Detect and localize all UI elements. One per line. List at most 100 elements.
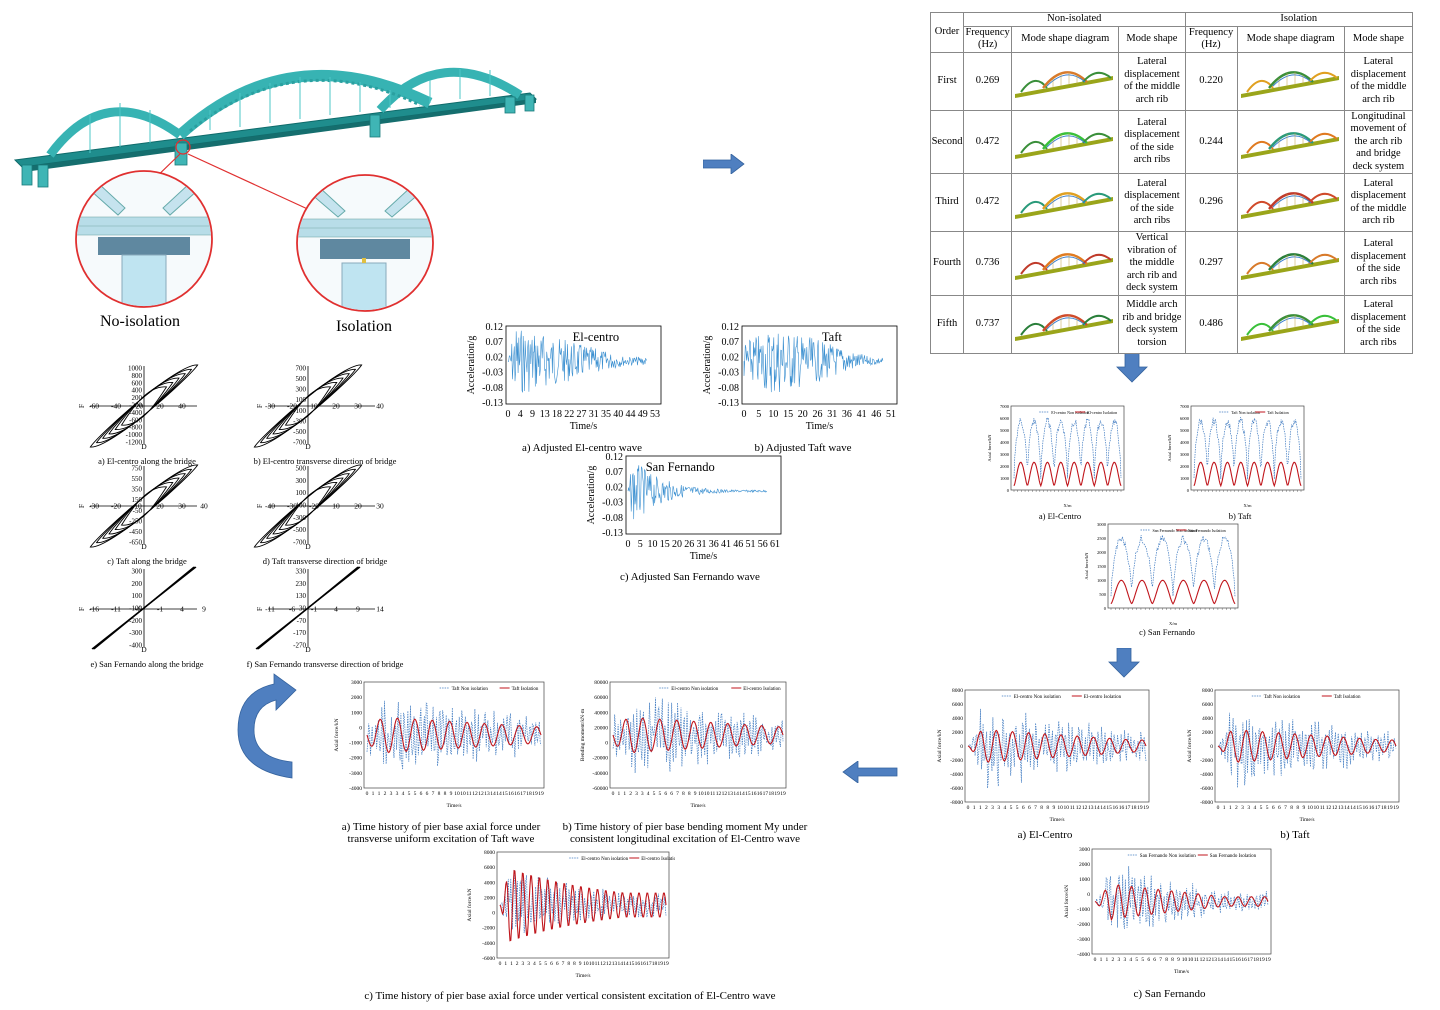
y-tick-label: 0.07 xyxy=(606,467,624,478)
x-tick-label: 5 xyxy=(1010,805,1013,811)
x-tick-label: 16 xyxy=(1363,805,1369,811)
y-tick-label: 2000 xyxy=(1202,730,1213,736)
diagram-cell xyxy=(1011,294,1120,354)
x-tick-label: 40 xyxy=(613,409,623,420)
diagram-cell xyxy=(1011,109,1120,174)
x-tick-label: 7 xyxy=(1159,957,1162,963)
y-tick-label: 3000 xyxy=(1180,452,1190,457)
diagram-cell xyxy=(1236,51,1345,111)
x-tick-label: 1 xyxy=(1223,805,1226,811)
y-tick-label: 2000 xyxy=(484,895,495,901)
x-tick-label: 12 xyxy=(716,791,722,797)
y-tick-label: 150 xyxy=(132,496,143,504)
x-tick-label: -1 xyxy=(311,605,317,614)
y-tick-label: 2000 xyxy=(1180,464,1190,469)
x-tick-label: 10 xyxy=(1057,805,1063,811)
group-non-isolated: Non-isolated xyxy=(963,12,1186,27)
y-tick-label: 80000 xyxy=(594,680,608,686)
x-tick-label: 13 xyxy=(540,409,550,420)
y-tick-label: -270 xyxy=(293,642,306,650)
x-tick-label: 6 xyxy=(1022,805,1025,811)
order-cell: Second xyxy=(929,109,965,174)
x-tick-label: 4 xyxy=(647,791,650,797)
order-cell: Fourth xyxy=(929,231,965,296)
diagram-cell xyxy=(1011,51,1120,111)
y-tick-label: -300 xyxy=(293,514,306,522)
table-row: Fourth 0.736 Vertical vibration of the m… xyxy=(929,231,1414,296)
series-non-isolation xyxy=(499,869,667,933)
y-axis-label: Axial force/kN xyxy=(466,888,473,921)
y-axis-label: Acceleration/g xyxy=(702,336,713,395)
y-tick-label: 60000 xyxy=(594,695,608,701)
y-tick-label: 1000 xyxy=(351,710,362,716)
x-tick-label: 2 xyxy=(516,961,519,967)
x-tick-label: 16 xyxy=(757,791,763,797)
legend-label: Taft Non isolation xyxy=(452,687,489,692)
x-tick-label: 13 xyxy=(1212,957,1218,963)
y-tick-label: 0 xyxy=(1087,892,1090,898)
y-tick-label: 0.12 xyxy=(606,452,624,463)
y-tick-label: 0.02 xyxy=(722,352,740,363)
mode-shape-cell: Lateral displacement of the side arch ri… xyxy=(1118,109,1186,174)
y-tick-label: 1000 xyxy=(128,365,143,373)
x-tick-label: 40 xyxy=(200,502,208,511)
pier-time-history-chart: 800006000040000200000-20000-40000-60000E… xyxy=(580,680,787,809)
acceleration-series xyxy=(627,465,768,520)
y-tick-label: 1000 xyxy=(1079,877,1090,883)
diagram-cell xyxy=(1236,109,1345,174)
y-tick-label: 0 xyxy=(1187,488,1190,493)
y-tick-label: -0.08 xyxy=(602,513,623,524)
mode-shape-diagram xyxy=(1240,71,1339,98)
x-tick-label: 1 xyxy=(504,961,507,967)
x-tick-label: 2 xyxy=(985,805,988,811)
x-tick-label: 11 xyxy=(710,791,716,797)
y-tick-label: 3000 xyxy=(1000,452,1010,457)
mode-shape-cell: Vertical vibration of the middle arch ri… xyxy=(1118,231,1186,296)
y-tick-label: -2000 xyxy=(950,758,963,764)
order-cell: Third xyxy=(929,173,965,232)
x-tick-label: 18 xyxy=(1381,805,1387,811)
x-tick-label: 10 xyxy=(1182,957,1188,963)
y-tick-label: 300 xyxy=(132,568,143,576)
y-tick-label: 0 xyxy=(1210,744,1213,750)
pier-axial-force-chart: 80006000400020000-2000-4000-6000-8000El-… xyxy=(936,688,1150,823)
y-tick-label: 3000 xyxy=(1079,847,1090,853)
x-tick-label: 19 xyxy=(538,791,544,797)
y-tick-label: 100 xyxy=(296,489,307,497)
col-diagram: Mode shape diagram xyxy=(1011,25,1120,53)
x-tick-label: 16 xyxy=(1369,805,1375,811)
y-axis-label: Axial force/kN xyxy=(1167,434,1172,462)
hysteresis-loop xyxy=(89,464,199,548)
y-tick-label: -2000 xyxy=(349,756,362,762)
x-tick-label: 4 xyxy=(180,605,184,614)
x-tick-label: -60 xyxy=(89,402,99,411)
mode-shape-diagram xyxy=(1240,192,1339,220)
x-tick-label: 15 xyxy=(1229,957,1235,963)
x-tick-label: 9 xyxy=(356,605,360,614)
x-tick-label: 17 xyxy=(1125,805,1131,811)
x-tick-label: 5 xyxy=(408,791,411,797)
x-tick-label: 10 xyxy=(460,791,466,797)
y-tick-label: -400 xyxy=(129,409,142,417)
pier-time-history-chart: 80006000400020000-2000-4000-6000El-centr… xyxy=(466,850,675,979)
x-tick-label: 35 xyxy=(601,409,611,420)
y-tick-label: 0.12 xyxy=(722,322,740,333)
y-tick-label: 2000 xyxy=(1079,862,1090,868)
y-tick-label: -8000 xyxy=(1200,800,1213,806)
mode-shape-diagram xyxy=(1015,192,1114,220)
x-tick-label: 6 xyxy=(1028,805,1031,811)
x-tick-label: 9 xyxy=(1177,957,1180,963)
col-shape: Mode shape xyxy=(1343,25,1414,53)
x-tick-label: 8 xyxy=(573,961,576,967)
table-row: Third 0.472 Lateral displacement of the … xyxy=(929,173,1414,232)
x-tick-label: 12 xyxy=(600,961,606,967)
x-tick-label: 0 xyxy=(967,805,970,811)
diagram-cell xyxy=(1236,231,1345,296)
x-tick-label: 5 xyxy=(544,961,547,967)
y-tick-label: 2000 xyxy=(1097,550,1107,555)
x-tick-label: 4 xyxy=(1253,805,1256,811)
x-tick-label: 19 xyxy=(532,791,538,797)
x-tick-label: 30 xyxy=(376,502,384,511)
figure-caption: f) San Fernando transverse direction of … xyxy=(246,659,404,669)
